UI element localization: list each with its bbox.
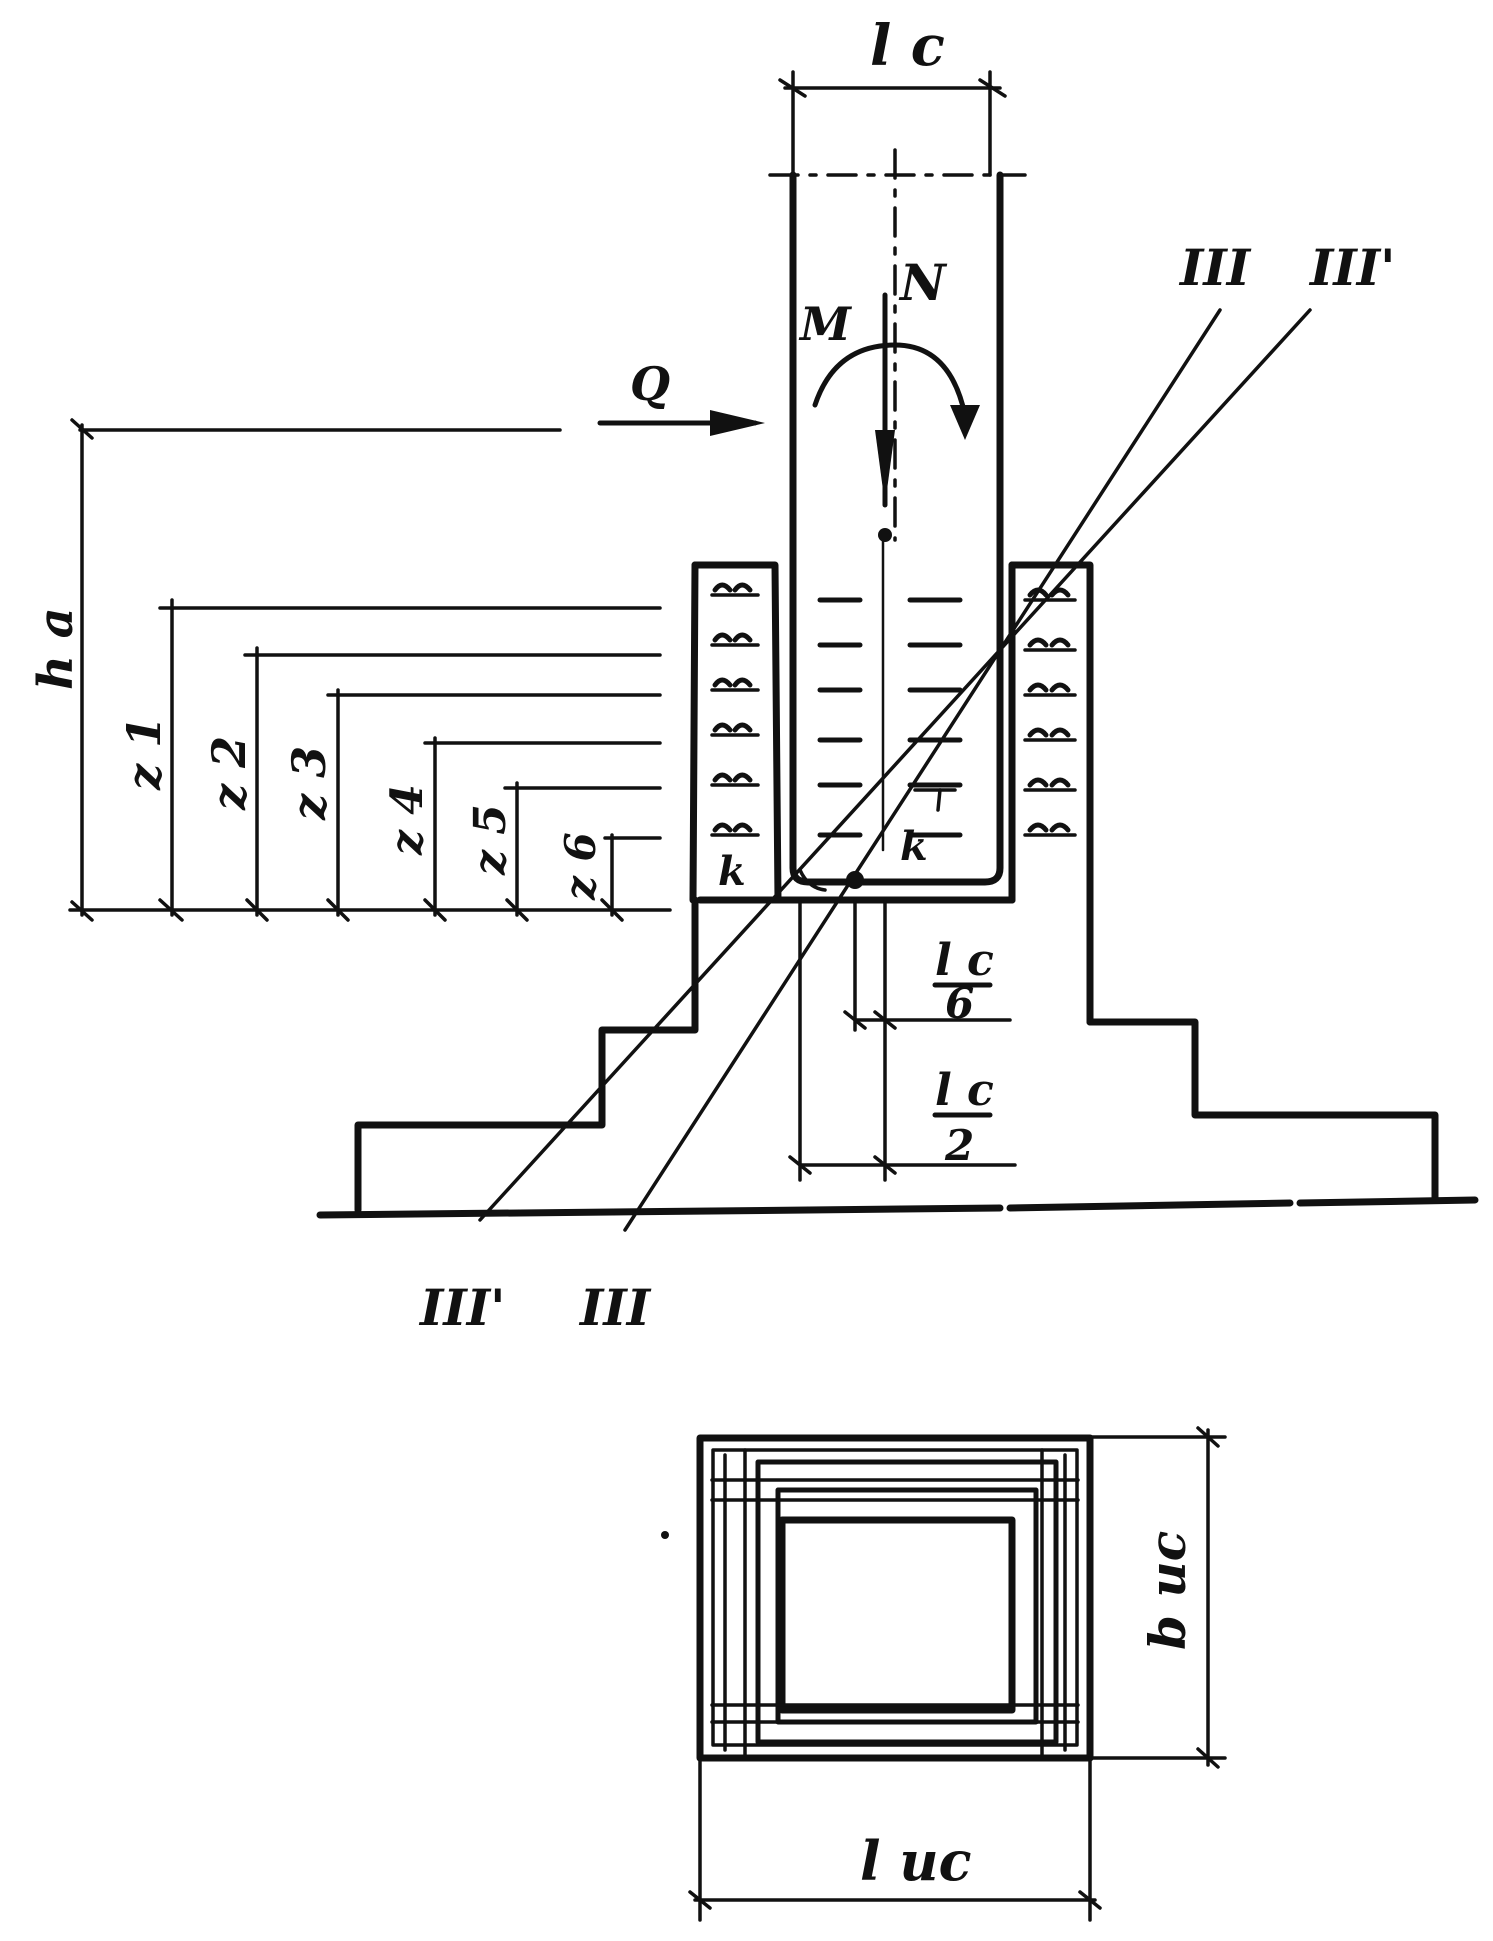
luc-label: l uc <box>860 1829 971 1893</box>
column <box>768 148 1027 886</box>
plan-view: b uc l uc <box>661 1426 1227 1922</box>
lc2-denominator: 2 <box>944 1121 974 1170</box>
right-wall-bars <box>1023 587 1077 837</box>
lc2-numerator: l c <box>935 1065 994 1116</box>
foundation-outline <box>316 561 1479 1219</box>
left-wall-bars <box>710 582 760 837</box>
z1-label: z 1 <box>117 716 171 791</box>
z5-label: z 5 <box>465 804 516 876</box>
force-q-label: Q <box>630 357 670 411</box>
z3-label: z 3 <box>282 746 336 821</box>
force-q-arrow: Q <box>78 357 765 436</box>
lc6-denominator: 6 <box>945 979 974 1028</box>
lc-fraction-dimensions: l c 6 l c 2 <box>788 898 1017 1182</box>
buc-label: b uc <box>1138 1531 1197 1650</box>
ha-label: h a <box>28 607 84 690</box>
z4-label: z 4 <box>382 784 433 856</box>
section-iii-prime-bottom-label: III' <box>418 1278 505 1337</box>
section-lines: III III' III III' <box>418 238 1395 1337</box>
z2-label: z 2 <box>202 736 256 811</box>
k-right-label: k <box>900 823 928 870</box>
force-n-arrow: N <box>875 253 948 542</box>
section-iii-prime-top-label: III' <box>1308 238 1395 297</box>
k-left-label: k <box>718 848 746 895</box>
k-points: k k <box>718 788 957 895</box>
section-iii-top-label: III <box>1178 238 1252 297</box>
column-ties <box>817 597 963 838</box>
lc-top-label: l c <box>870 13 945 79</box>
force-n-label: N <box>898 253 948 312</box>
left-height-dimensions: h a z 1 z 2 z 3 z 4 z 5 z 6 <box>28 418 672 922</box>
lc6-numerator: l c <box>935 935 994 986</box>
moment-m-label: M <box>798 297 853 351</box>
moment-m-arrow: M <box>798 297 980 440</box>
lc-top-dimension: l c <box>778 13 1007 177</box>
z6-label: z 6 <box>556 832 605 901</box>
section-iii-bottom-label: III <box>578 1278 652 1337</box>
